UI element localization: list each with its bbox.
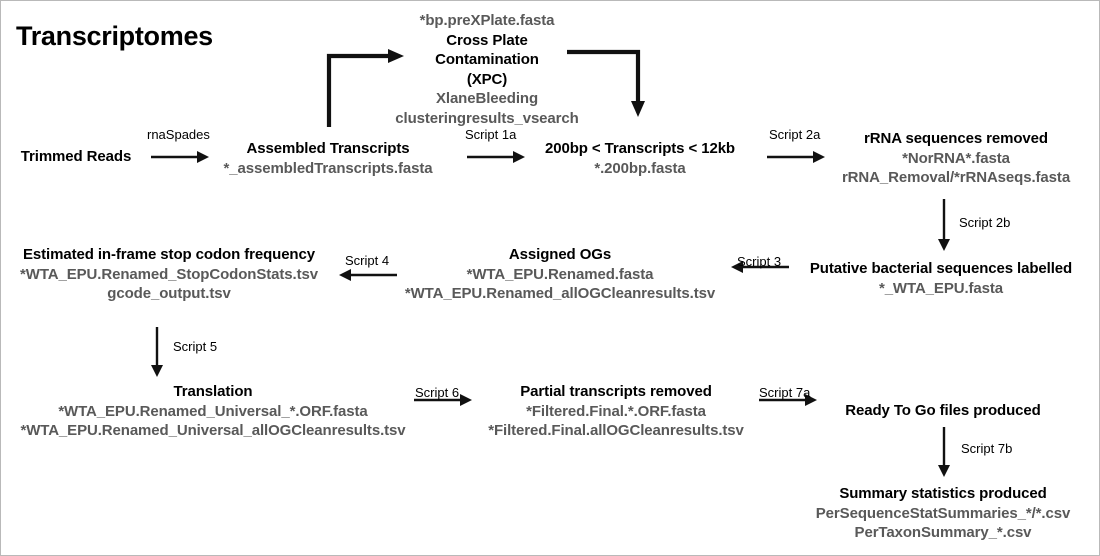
node-ready-to-go: Ready To Go files produced [821,401,1065,421]
node-xpc-file-1: clusteringresults_vsearch [395,109,579,127]
node-assigned-ogs-file-0: *WTA_EPU.Renamed.fasta [466,265,654,283]
node-length-filter-title: 200bp < Transcripts < 12kb [545,140,735,157]
node-rrna-removed-title: rRNA sequences removed [864,130,1048,147]
arrow-script-4 [339,269,397,281]
edge-label-script-7a: Script 7a [759,385,811,400]
node-xpc-pre-file: *bp.preXPlate.fasta [419,12,555,29]
node-summary-statistics-title: Summary statistics produced [839,485,1047,502]
node-xpc-title-line-3: (XPC) [466,70,508,88]
node-partial-transcripts-removed-title: Partial transcripts removed [520,383,712,400]
node-rrna-removed: rRNA sequences removed *NorRNA*.fasta rR… [831,129,1081,188]
node-translation-file-1: *WTA_EPU.Renamed_Universal_allOGCleanres… [20,422,406,439]
node-bacterial-labelled-title: Putative bacterial sequences labelled [809,260,1073,277]
node-xpc-title-line-1: Cross Plate [446,31,528,49]
node-stop-codon-frequency-file-0: *WTA_EPU.Renamed_StopCodonStats.tsv [20,265,318,283]
node-bacterial-labelled-file-0: *_WTA_EPU.fasta [878,279,1004,297]
node-trimmed-reads-title: Trimmed Reads [20,148,132,165]
node-trimmed-reads: Trimmed Reads [11,147,141,167]
node-stop-codon-frequency-title: Estimated in-frame stop codon frequency [23,246,315,263]
node-summary-statistics-file-1: PerTaxonSummary_*.csv [854,524,1032,541]
node-xpc-file-0: XlaneBleeding [435,90,539,107]
node-rrna-removed-file-0: *NorRNA*.fasta [902,149,1010,167]
edge-label-script-2a: Script 2a [769,127,821,142]
node-stop-codon-frequency-file-1: gcode_output.tsv [107,285,231,302]
node-bacterial-labelled: Putative bacterial sequences labelled *_… [791,259,1091,298]
node-stop-codon-frequency: Estimated in-frame stop codon frequency … [7,245,331,304]
arrow-assembled-to-xpc [326,49,404,127]
arrow-script-3 [731,261,789,273]
node-translation-title: Translation [173,383,253,400]
edge-label-script-2b: Script 2b [959,215,1011,230]
node-cross-plate-contamination: *bp.preXPlate.fasta Cross Plate Contamin… [389,11,585,128]
arrow-script-2a [767,151,825,163]
node-assigned-ogs-title: Assigned OGs [508,246,612,263]
edge-label-script-1a: Script 1a [465,127,517,142]
arrow-script-1a [467,151,525,163]
node-length-filter: 200bp < Transcripts < 12kb *.200bp.fasta [528,139,752,178]
edge-label-script-5: Script 5 [173,339,218,354]
arrow-script-5 [151,327,163,377]
arrow-script-2b [938,199,950,251]
node-ready-to-go-title: Ready To Go files produced [845,402,1041,419]
node-length-filter-file-0: *.200bp.fasta [594,159,686,177]
node-assigned-ogs: Assigned OGs *WTA_EPU.Renamed.fasta *WTA… [399,245,721,304]
arrow-xpc-to-length-filter [567,49,645,117]
edge-label-script-3: Script 3 [737,254,782,269]
node-summary-statistics: Summary statistics produced PerSequenceS… [791,484,1095,543]
node-rrna-removed-file-1: rRNA_Removal/*rRNAseqs.fasta [841,169,1071,186]
node-partial-transcripts-removed-file-0: *Filtered.Final.*.ORF.fasta [526,402,706,420]
edge-label-script-6: Script 6 [415,385,460,400]
node-assembled-transcripts: Assembled Transcripts *_assembledTranscr… [197,139,459,178]
edge-label-rnaspades: rnaSpades [147,127,210,142]
node-partial-transcripts-removed: Partial transcripts removed *Filtered.Fi… [481,382,751,441]
node-assembled-transcripts-file-0: *_assembledTranscripts.fasta [223,159,433,177]
node-assembled-transcripts-title: Assembled Transcripts [246,140,410,157]
node-assigned-ogs-file-1: *WTA_EPU.Renamed_allOGCleanresults.tsv [404,285,716,302]
edge-label-script-7b: Script 7b [961,441,1013,456]
arrow-rnaspades [151,151,209,163]
edge-label-script-4: Script 4 [345,253,390,268]
node-translation: Translation *WTA_EPU.Renamed_Universal_*… [3,382,423,441]
page-title: Transcriptomes [16,21,213,51]
node-xpc-title-line-2: Contamination [435,51,539,68]
arrow-script-7b [938,427,950,477]
node-partial-transcripts-removed-file-1: *Filtered.Final.allOGCleanresults.tsv [488,422,744,439]
arrow-script-7a [759,394,817,406]
node-summary-statistics-file-0: PerSequenceStatSummaries_*/*.csv [815,504,1071,522]
node-translation-file-0: *WTA_EPU.Renamed_Universal_*.ORF.fasta [58,402,368,420]
arrow-script-6 [414,394,472,406]
